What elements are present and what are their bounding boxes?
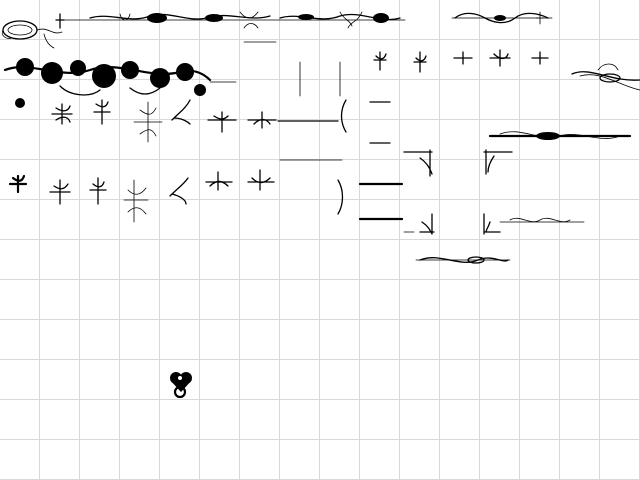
long-scroll-divider-ornament bbox=[415, 131, 632, 264]
oval-cartouche-ornament bbox=[1, 20, 63, 49]
thin-rule-ornament bbox=[243, 41, 415, 233]
fleur-de-lis-ornament bbox=[373, 49, 549, 73]
floral-garland-ornament bbox=[3, 58, 237, 108]
small-heart-ornament bbox=[170, 372, 192, 399]
fleur-de-lis-ornament bbox=[51, 99, 277, 143]
corner-flourish-ornament bbox=[403, 149, 513, 235]
top-scroll-border-ornament bbox=[55, 11, 406, 29]
fleur-de-lis-ornament bbox=[8, 169, 275, 223]
bracket-flourish-ornament bbox=[299, 61, 347, 215]
scroll-divider-ornament-top-right bbox=[451, 11, 553, 25]
long-scroll-divider-ornament bbox=[571, 63, 640, 91]
